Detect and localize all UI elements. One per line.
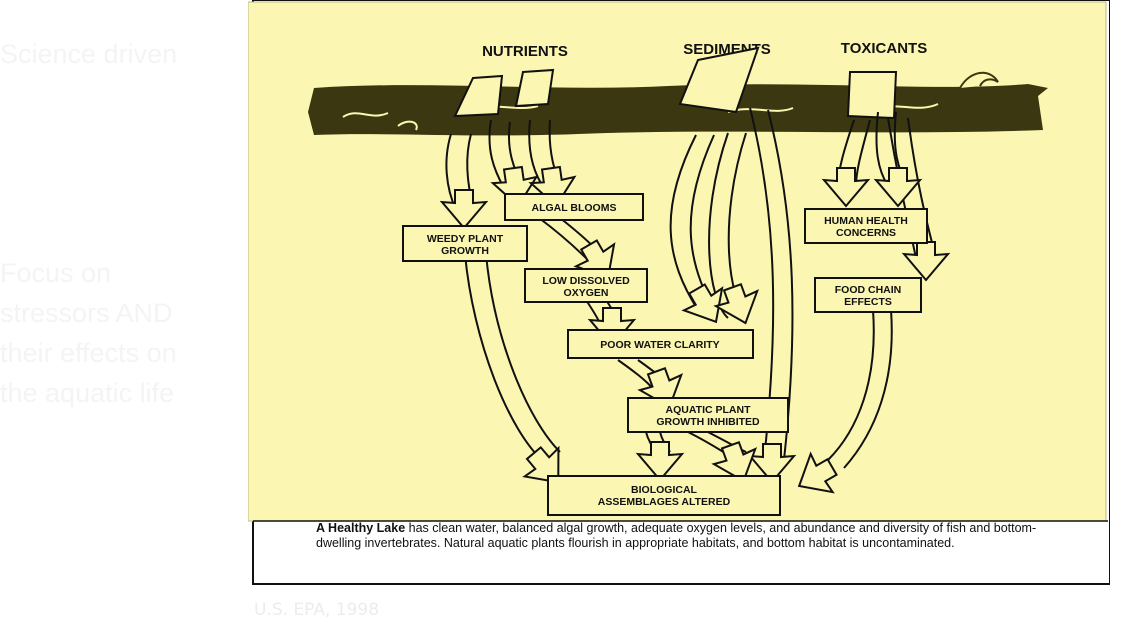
box-weedy-plant-growth: WEEDY PLANT GROWTH (402, 225, 528, 262)
svg-text:AQUATIC PLANT: AQUATIC PLANT (666, 404, 752, 416)
box-poor-water-clarity: POOR WATER CLARITY (567, 329, 754, 359)
box-food-chain-effects: FOOD CHAIN EFFECTS (814, 277, 922, 313)
box-low-dissolved-oxygen: LOW DISSOLVED OXYGEN (524, 268, 648, 303)
box-algal-blooms: ALGAL BLOOMS (504, 193, 644, 221)
lake-stressor-diagram: NUTRIENTS SEDIMENTS TOXICANTS (248, 0, 1110, 586)
caption-bold: A Healthy Lake (316, 521, 406, 535)
source-nutrients: NUTRIENTS (482, 43, 568, 60)
svg-text:WEEDY PLANT: WEEDY PLANT (427, 233, 504, 245)
svg-text:GROWTH: GROWTH (441, 245, 489, 257)
source-credit: U.S. EPA, 1998 (254, 600, 380, 620)
slide-heading-science-driven: Science driven (0, 39, 178, 69)
svg-text:ALGAL BLOOMS: ALGAL BLOOMS (532, 202, 617, 214)
box-human-health-concerns: HUMAN HEALTH CONCERNS (804, 208, 928, 244)
svg-text:EFFECTS: EFFECTS (844, 296, 892, 308)
svg-text:CONCERNS: CONCERNS (836, 227, 896, 239)
svg-text:GROWTH INHIBITED: GROWTH INHIBITED (656, 416, 760, 428)
svg-text:OXYGEN: OXYGEN (564, 287, 609, 299)
svg-text:POOR WATER CLARITY: POOR WATER CLARITY (600, 339, 719, 351)
figure-caption: A Healthy Lake has clean water, balanced… (316, 521, 1056, 551)
source-toxicants: TOXICANTS (841, 40, 927, 57)
svg-text:FOOD CHAIN: FOOD CHAIN (835, 284, 902, 296)
slide-text-focus: Focus on stressors AND their effects on … (0, 258, 177, 408)
paper-icons (453, 46, 898, 120)
box-aquatic-plant-growth-inhibited: AQUATIC PLANT GROWTH INHIBITED (627, 397, 789, 433)
svg-text:ASSEMBLAGES ALTERED: ASSEMBLAGES ALTERED (598, 496, 731, 508)
svg-text:HUMAN HEALTH: HUMAN HEALTH (824, 215, 908, 227)
caption-text: has clean water, balanced algal growth, … (316, 521, 1037, 550)
box-biological-assemblages-altered: BIOLOGICAL ASSEMBLAGES ALTERED (547, 475, 781, 516)
svg-text:BIOLOGICAL: BIOLOGICAL (631, 484, 697, 496)
svg-text:LOW DISSOLVED: LOW DISSOLVED (542, 275, 630, 287)
